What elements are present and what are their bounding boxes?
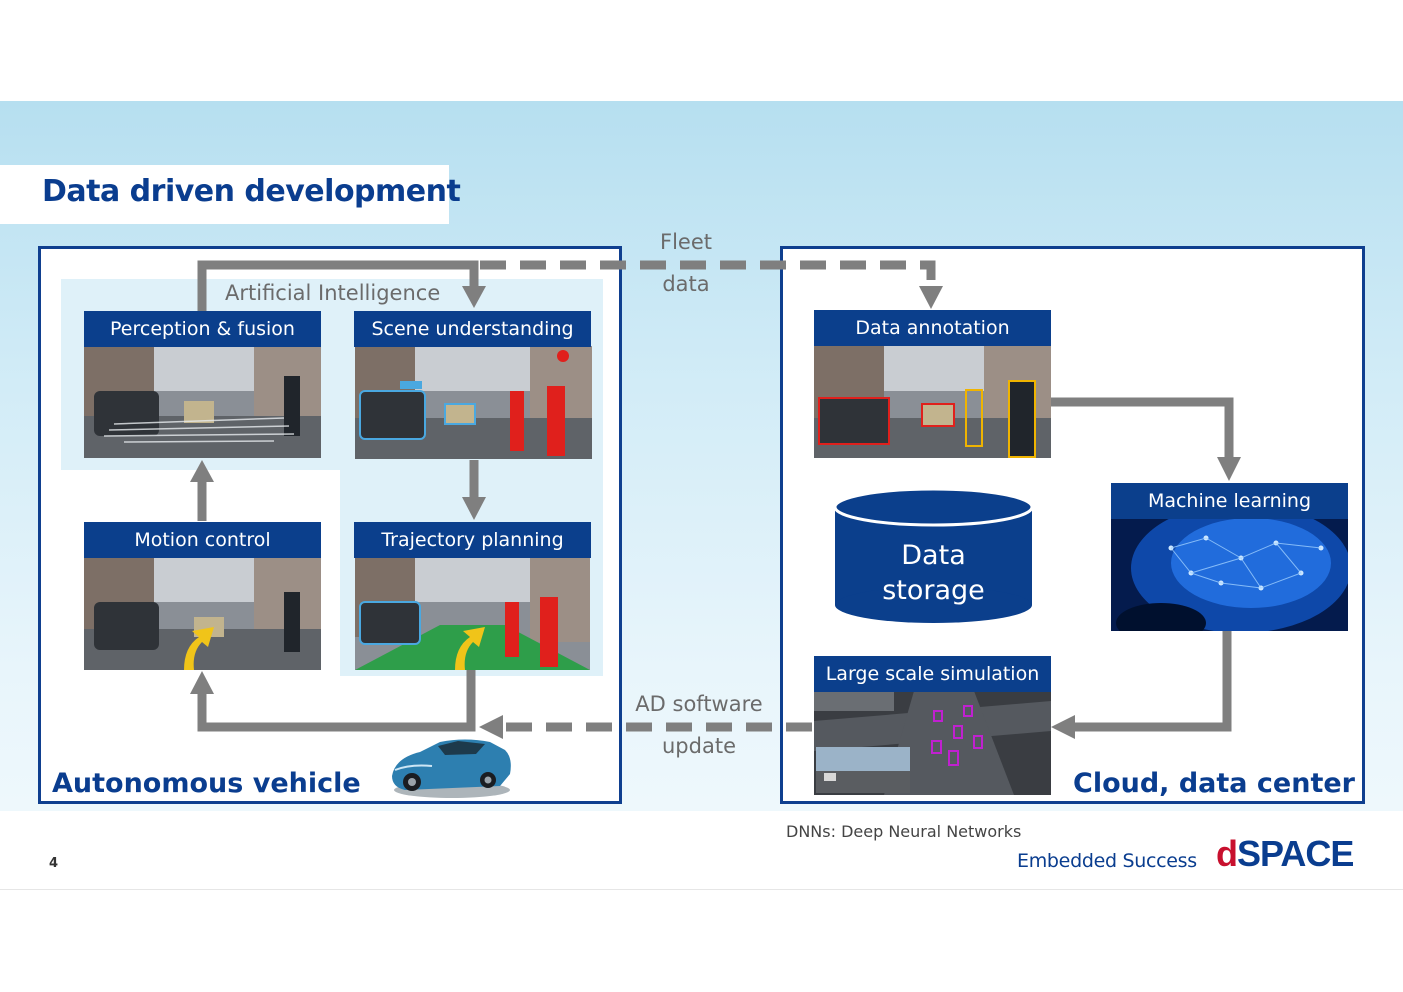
machine-learning-image (1111, 518, 1348, 631)
trajectory-planning-image (355, 557, 590, 670)
data-storage-line1: Data (901, 540, 966, 571)
cloud-data-center-caption: Cloud, data center (1073, 768, 1355, 799)
fleet-data-line2: data (662, 272, 710, 296)
slide-title: Data driven development (42, 174, 461, 209)
ad-software-line2: update (662, 734, 736, 758)
logo-space: SPACE (1237, 833, 1354, 874)
ad-software-line1: AD software (635, 692, 763, 716)
dspace-logo: dSPACE (1216, 833, 1354, 875)
data-annotation-image (814, 346, 1051, 458)
large-scale-simulation-label: Large scale simulation (814, 656, 1051, 692)
data-annotation-label: Data annotation (814, 310, 1051, 346)
machine-learning-label: Machine learning (1111, 483, 1348, 519)
car-icon (392, 739, 511, 798)
perception-fusion-label: Perception & fusion (84, 311, 321, 347)
large-scale-simulation-image (814, 691, 1051, 795)
artificial-intelligence-label: Artificial Intelligence (225, 281, 441, 305)
motion-control-label: Motion control (84, 522, 321, 558)
trajectory-planning-label: Trajectory planning (354, 522, 591, 558)
logo-d: d (1216, 833, 1238, 874)
motion-control-image (84, 557, 321, 670)
perception-image (84, 346, 321, 458)
footnote: DNNs: Deep Neural Networks (786, 822, 1022, 841)
data-storage-line2: storage (882, 575, 985, 606)
page-number: 4 (49, 856, 59, 871)
autonomous-vehicle-caption: Autonomous vehicle (52, 768, 361, 799)
fleet-data-line1: Fleet (660, 230, 712, 254)
scene-understanding-label: Scene understanding (354, 311, 591, 347)
scene-understanding-image (355, 346, 592, 459)
footer-divider (0, 889, 1403, 890)
tagline: Embedded Success (1017, 850, 1197, 872)
title-box (0, 165, 449, 224)
data-storage-cylinder (833, 487, 1034, 623)
